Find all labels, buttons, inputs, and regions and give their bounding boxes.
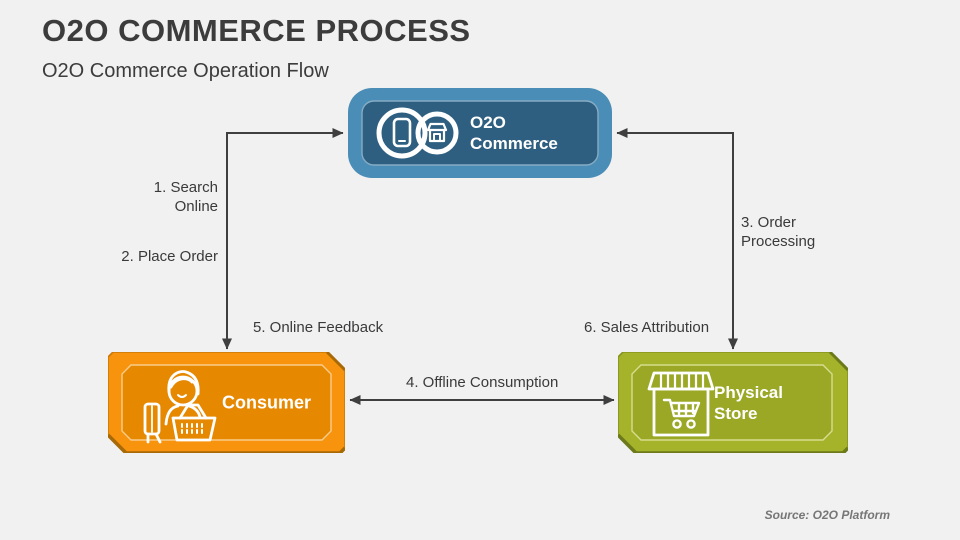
storefront-cart-icon xyxy=(647,371,715,437)
page-title: O2O COMMERCE PROCESS xyxy=(42,13,471,48)
node-physical-store: Physical Store xyxy=(618,352,848,453)
node-consumer: Consumer xyxy=(108,352,345,453)
flow-label-order-processing: 3. Order Processing xyxy=(741,214,816,250)
o2o-commerce-label: O2O Commerce xyxy=(470,113,558,153)
physical-store-label: Physical Store xyxy=(714,382,783,423)
page-subtitle: O2O Commerce Operation Flow xyxy=(42,60,329,82)
source-note: Source: O2O Platform xyxy=(764,508,890,522)
flow-label-search-online: 1. Search Online xyxy=(153,179,218,215)
flow-label-online-feedback: 5. Online Feedback xyxy=(253,319,384,336)
flow-label-offline-consumption: 4. Offline Consumption xyxy=(406,374,559,391)
flow-label-place-order: 2. Place Order xyxy=(121,248,218,265)
shopper-basket-icon xyxy=(143,370,217,444)
phone-store-rings-icon xyxy=(376,107,459,159)
node-o2o-commerce: O2O Commerce xyxy=(348,88,612,178)
flow-label-sales-attribution: 6. Sales Attribution xyxy=(584,319,710,336)
consumer-label: Consumer xyxy=(222,392,312,412)
